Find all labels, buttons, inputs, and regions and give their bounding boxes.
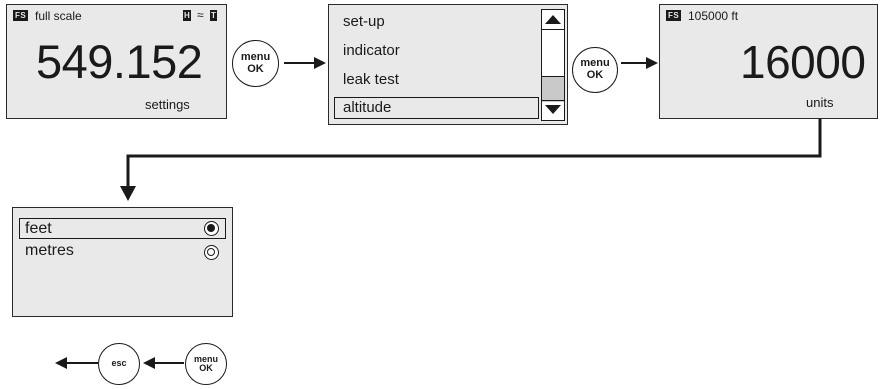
menu-button-text: menu xyxy=(240,50,271,63)
menu-scrollbar[interactable] xyxy=(541,9,565,121)
t-indicator: T xyxy=(210,10,218,21)
units-softkey-label[interactable]: units xyxy=(806,95,834,110)
radio-selected-icon xyxy=(204,221,219,236)
settings-softkey-label[interactable]: settings xyxy=(145,97,190,112)
full-scale-label: full scale xyxy=(35,9,82,23)
menu-ok-button[interactable]: menu OK xyxy=(232,40,279,87)
ok-button-text: OK xyxy=(586,69,604,81)
main-reading-screen: FS full scale H ≈ T 549.152 settings xyxy=(6,4,227,119)
approx-symbol: ≈ xyxy=(197,8,204,22)
option-feet-row[interactable]: feet xyxy=(19,218,226,239)
arrow-to-units-screen xyxy=(126,119,822,186)
arrowhead-exit xyxy=(55,357,67,369)
menu-item-set-up[interactable]: set-up xyxy=(343,13,385,30)
arrowhead-to-menu-list xyxy=(314,57,326,69)
arrowhead-to-esc-button xyxy=(143,357,155,369)
fs-badge: FS xyxy=(666,10,682,21)
radio-unselected-icon xyxy=(204,245,219,260)
option-metres-row[interactable]: metres xyxy=(19,241,226,262)
altitude-value: 16000 xyxy=(740,36,866,88)
altitude-full-scale-label: 105000 ft xyxy=(688,9,739,23)
menu-ok-button[interactable]: menu OK xyxy=(572,47,618,93)
triangle-down-icon xyxy=(545,105,561,114)
scroll-up-button[interactable] xyxy=(542,10,564,30)
units-selection-screen: feet metres xyxy=(12,207,233,317)
option-metres-label: metres xyxy=(25,242,74,259)
option-feet-label: feet xyxy=(25,220,52,237)
main-reading-value: 549.152 xyxy=(36,35,203,88)
scroll-down-button[interactable] xyxy=(542,100,564,120)
esc-button-text: esc xyxy=(111,358,127,369)
menu-item-altitude-highlight[interactable]: altitude xyxy=(334,97,539,119)
ok-button-text: OK xyxy=(247,62,264,75)
ok-button-text: OK xyxy=(199,363,213,373)
altitude-screen: FS 105000 ft 16000 units xyxy=(659,4,878,119)
menu-item-altitude: altitude xyxy=(343,99,392,116)
menu-ok-button[interactable]: menu OK xyxy=(185,343,227,385)
scroll-thumb[interactable] xyxy=(542,76,564,102)
arrowhead-to-units-screen xyxy=(120,186,136,201)
fs-badge: FS xyxy=(13,10,29,21)
h-indicator: H xyxy=(183,10,192,21)
settings-menu-screen: set-up indicator leak test altitude xyxy=(328,4,568,125)
arrowhead-to-altitude-screen xyxy=(646,57,658,69)
triangle-up-icon xyxy=(545,15,561,24)
menu-item-leak-test[interactable]: leak test xyxy=(343,71,399,88)
menu-button-text: menu xyxy=(580,57,610,70)
menu-button-text: menu xyxy=(193,353,218,364)
menu-item-indicator[interactable]: indicator xyxy=(343,42,400,59)
esc-button[interactable]: esc xyxy=(98,343,140,385)
